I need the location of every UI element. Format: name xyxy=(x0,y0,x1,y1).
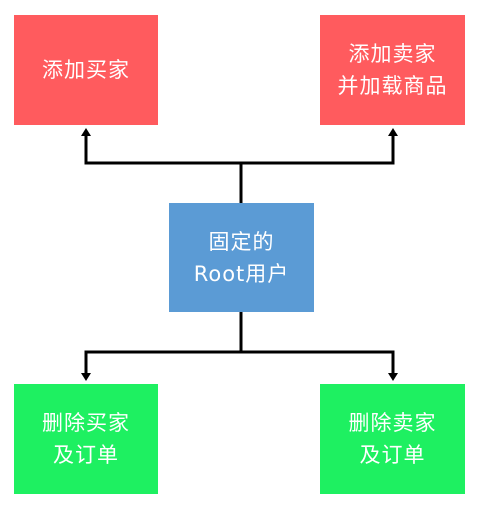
connector-root-to-add-buyer xyxy=(81,128,243,203)
node-root-user: 固定的 Root用户 xyxy=(169,203,314,312)
connector-root-to-delete-buyer xyxy=(81,312,243,381)
node-root-user-line-1: 固定的 xyxy=(208,229,275,254)
node-root-user-line-2: Root用户 xyxy=(193,261,290,286)
node-add-seller-line-1: 添加卖家 xyxy=(348,42,437,66)
node-delete-seller: 删除卖家 及订单 xyxy=(320,384,465,494)
connector-root-to-add-seller xyxy=(241,128,398,165)
node-add-buyer: 添加买家 xyxy=(14,15,158,125)
connector-root-to-delete-seller xyxy=(241,350,398,381)
node-add-buyer-line-1: 添加买家 xyxy=(42,58,130,82)
node-add-seller: 添加卖家 并加载商品 xyxy=(320,15,465,125)
node-delete-buyer: 删除买家 及订单 xyxy=(14,384,158,494)
node-delete-seller-line-2: 及订单 xyxy=(359,443,426,467)
node-delete-seller-line-1: 删除卖家 xyxy=(348,411,437,435)
node-delete-buyer-line-2: 及订单 xyxy=(53,443,119,467)
node-delete-buyer-line-1: 删除买家 xyxy=(42,411,130,435)
node-add-seller-line-2: 并加载商品 xyxy=(337,74,448,98)
